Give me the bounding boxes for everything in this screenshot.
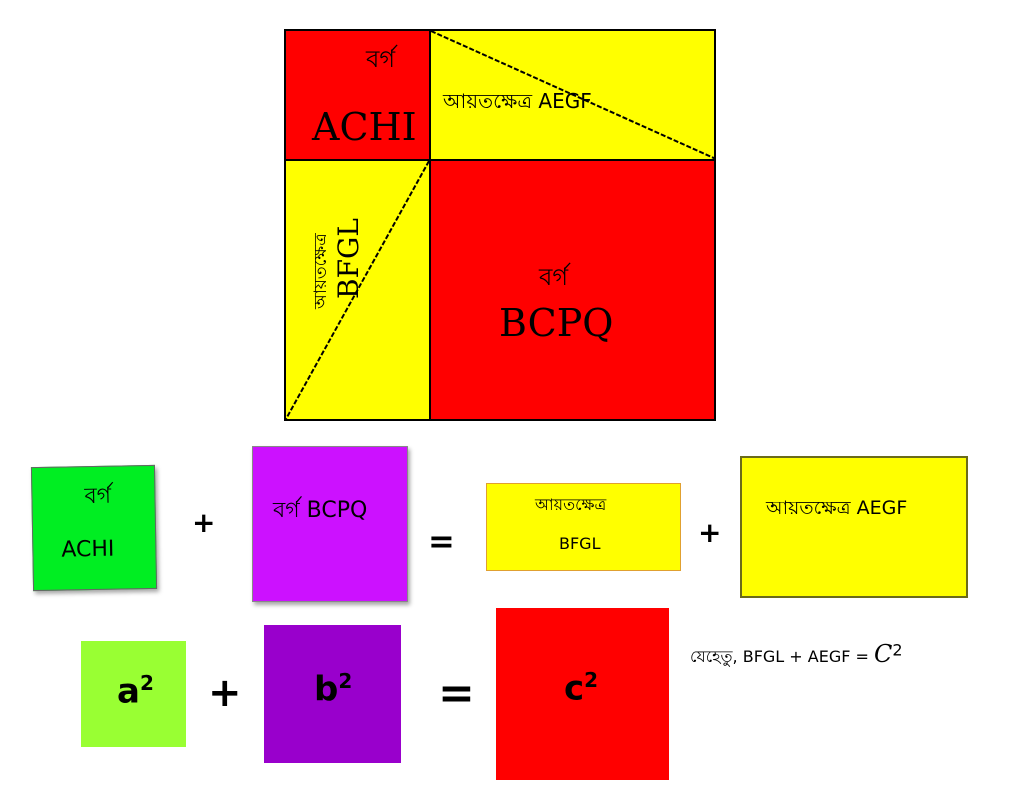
c-squared-text: c2 — [564, 668, 598, 708]
box-b-squared: b2 — [264, 625, 401, 763]
rectangle-bfgl-name: BFGL — [332, 218, 365, 299]
rectangle-aegf: আয়তক্ষেত্র AEGF — [429, 29, 716, 161]
c-base: c — [564, 668, 585, 709]
plus-sign-3: + — [208, 670, 242, 716]
bfgl-diagonal — [285, 160, 430, 420]
a-base: a — [117, 671, 140, 712]
box-bfgl-name: BFGL — [559, 534, 601, 553]
box-square-bcpq: বর্গ BCPQ — [252, 446, 408, 602]
a-squared-text: a2 — [117, 671, 154, 711]
hence-note-variable: C — [874, 640, 893, 668]
box-bcpq-label: বর্গ BCPQ — [273, 498, 368, 523]
hence-note: যেহেতু, BFGL + AEGF = C2 — [690, 640, 903, 671]
box-achi-word: বর্গ — [84, 483, 112, 510]
square-bcpq-word: বর্গ — [539, 263, 569, 291]
geometric-square-diagram: বর্গ ACHI আয়তক্ষেত্র AEGF আয়তক্ষেত্র B… — [284, 29, 716, 421]
plus-sign-1: + — [192, 506, 216, 539]
box-a-squared: a2 — [81, 641, 186, 747]
square-achi-name: ACHI — [312, 105, 417, 149]
rectangle-bfgl-word: আয়তক্ষেত্র — [311, 233, 331, 309]
b-exponent: 2 — [338, 669, 353, 693]
square-bcpq: বর্গ BCPQ — [429, 159, 716, 421]
hence-note-text: যেহেতু, BFGL + AEGF = — [690, 647, 869, 666]
rectangle-bfgl: আয়তক্ষেত্র BFGL — [284, 159, 431, 421]
box-aegf-label: আয়তক্ষেত্র AEGF — [766, 497, 908, 519]
plus-sign-2: + — [698, 516, 722, 549]
box-rectangle-bfgl: আয়তক্ষেত্র BFGL — [486, 483, 681, 571]
c-exponent: 2 — [584, 668, 599, 692]
b-base: b — [314, 669, 339, 710]
square-achi-word: বর্গ — [366, 45, 396, 73]
b-squared-text: b2 — [314, 669, 352, 709]
box-achi-name: ACHI — [61, 536, 115, 563]
hence-note-exponent: 2 — [892, 640, 903, 660]
box-square-achi: বর্গ ACHI — [30, 464, 158, 592]
aegf-diagonal — [430, 30, 716, 160]
equals-sign-1: = — [428, 522, 455, 560]
rectangle-aegf-label: আয়তক্ষেত্র AEGF — [443, 89, 592, 113]
box-c-squared: c2 — [496, 608, 669, 780]
box-rectangle-aegf: আয়তক্ষেত্র AEGF — [740, 456, 968, 598]
box-bfgl-word: আয়তক্ষেত্র — [535, 495, 607, 514]
square-achi: বর্গ ACHI — [284, 29, 431, 161]
equals-sign-2: = — [438, 668, 475, 719]
a-exponent: 2 — [139, 671, 154, 695]
square-bcpq-name: BCPQ — [499, 301, 614, 345]
